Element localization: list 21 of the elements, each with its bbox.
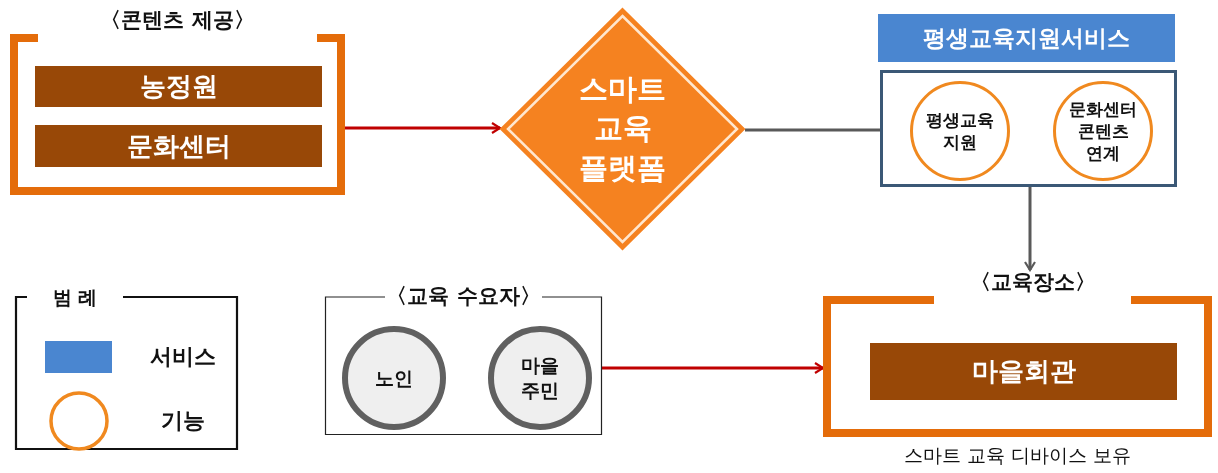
function-circle: 평생교육 지원 [910, 81, 1010, 181]
legend-text: 서비스 [149, 342, 217, 371]
content-bar: 마을회관 [870, 343, 1177, 400]
group-heading: 〈교육 수요자〉 [387, 283, 540, 311]
user-circle: 노인 [342, 326, 446, 430]
arrow [345, 121, 502, 135]
group-heading: 〈콘텐츠 제공〉 [99, 8, 256, 34]
legend-text: 기능 [160, 406, 206, 435]
arrow [602, 361, 825, 375]
arrow [1023, 187, 1037, 272]
note-text: 스마트 교육 디바이스 보유 [902, 443, 1133, 467]
group-heading: 〈교육장소〉 [968, 270, 1097, 296]
user-circle: 마을 주민 [488, 326, 592, 430]
service-header: 평생교육지원서비스 [878, 14, 1175, 62]
platform-label: 스마트 교육 플랫폼 [578, 71, 667, 187]
function-circle: 문화센터 콘텐츠 연계 [1053, 81, 1153, 181]
connector-line [745, 128, 880, 132]
legend-title: 범 례 [51, 285, 99, 309]
content-bar: 농정원 [35, 66, 322, 107]
service-panel [880, 70, 1177, 187]
content-bar: 문화센터 [35, 125, 322, 167]
